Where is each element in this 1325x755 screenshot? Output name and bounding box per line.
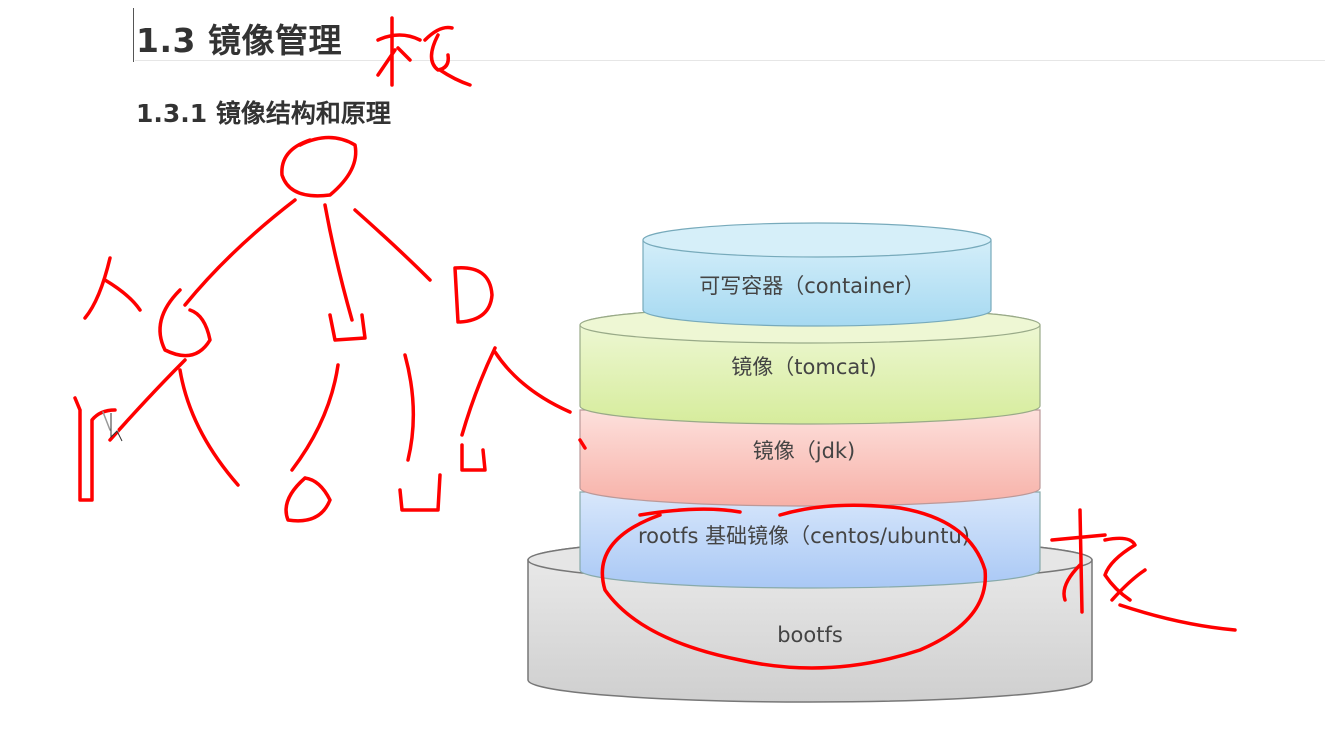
subsection-heading: 1.3.1 镜像结构和原理 xyxy=(136,99,391,128)
mouse-pointer-icon xyxy=(110,413,123,442)
handwritten-annotations xyxy=(73,16,1237,670)
layer-container: 可写容器（container） xyxy=(642,222,992,327)
layer-label: rootfs 基础镜像（centos/ubuntu) xyxy=(638,524,970,548)
layer-label: 镜像（jdk) xyxy=(753,439,856,463)
section-heading: 1.3 镜像管理 xyxy=(136,21,342,60)
layer-label: 镜像（tomcat) xyxy=(731,355,876,379)
layer-label: 可写容器（container） xyxy=(699,274,925,298)
layer-label: bootfs xyxy=(777,623,843,647)
text-cursor xyxy=(133,8,134,62)
layer-rootfs: rootfs 基础镜像（centos/ubuntu) xyxy=(579,491,1041,589)
heading-divider xyxy=(135,60,1325,61)
